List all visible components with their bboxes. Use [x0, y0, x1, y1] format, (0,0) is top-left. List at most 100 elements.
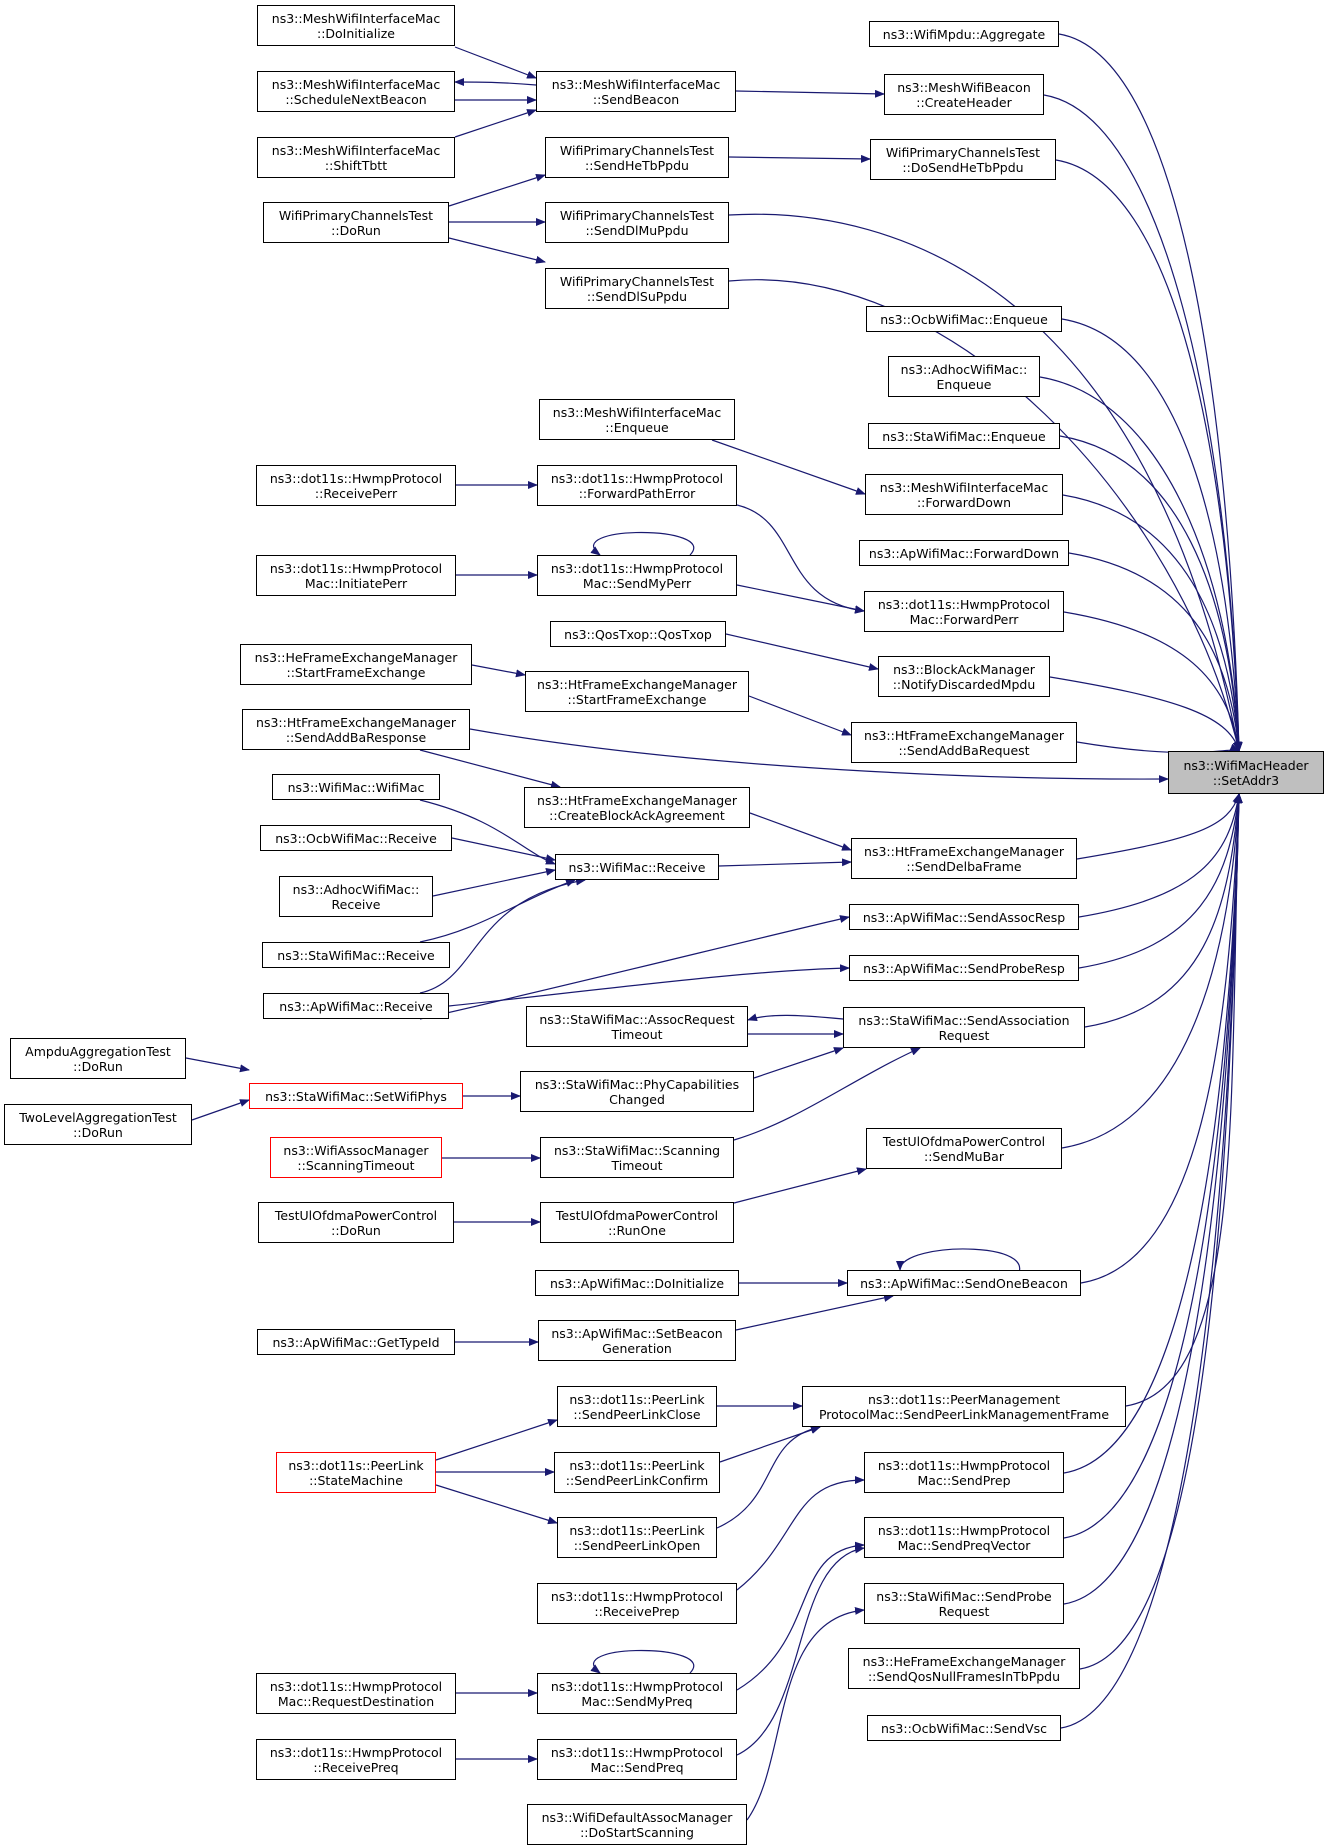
node-hwmpprotocolmac-initiateperr[interactable]: ns3::dot11s::HwmpProtocol Mac::InitiateP…	[256, 555, 456, 596]
node-stawifimac-receive[interactable]: ns3::StaWifiMac::Receive	[262, 942, 450, 968]
edge-sendpreq-sendpreqvector	[736, 1545, 865, 1756]
edge-caller-3	[1055, 159, 1243, 752]
edge-startframeexchange-sendaddbarequest	[748, 695, 852, 736]
node-hwmpprotocol-receiveperr[interactable]: ns3::dot11s::HwmpProtocol ::ReceivePerr	[256, 465, 456, 506]
node-qostxop-qostxop[interactable]: ns3::QosTxop::QosTxop	[550, 621, 726, 647]
node-apwifimac-receive[interactable]: ns3::ApWifiMac::Receive	[263, 993, 449, 1019]
node-apwifimac-sendonebeacon[interactable]: ns3::ApWifiMac::SendOneBeacon	[847, 1270, 1081, 1296]
node-stawifimac-setwifiphys[interactable]: ns3::StaWifiMac::SetWifiPhys	[249, 1083, 463, 1109]
node-wifimac-wifimac[interactable]: ns3::WifiMac::WifiMac	[272, 774, 440, 800]
node-meshwifiinterfacemac-shifttbtt[interactable]: ns3::MeshWifiInterfaceMac ::ShiftTbtt	[257, 137, 455, 178]
node-meshwifibeacon-createheader[interactable]: ns3::MeshWifiBeacon ::CreateHeader	[884, 74, 1044, 115]
node-stawifimac-sendproberequest[interactable]: ns3::StaWifiMac::SendProbe Request	[864, 1583, 1064, 1624]
node-meshwifiinterfacemac-enqueue[interactable]: ns3::MeshWifiInterfaceMac ::Enqueue	[539, 399, 735, 440]
node-heframeexchangemanager-startframeexchange[interactable]: ns3::HeFrameExchangeManager ::StartFrame…	[240, 644, 472, 685]
node-wifiprimarychannelstest-senddlsuppdu[interactable]: WifiPrimaryChannelsTest ::SendDlSuPpdu	[545, 268, 729, 309]
edge-caller-6	[1059, 435, 1243, 752]
node-hwmpprotocolmac-sendpreq[interactable]: ns3::dot11s::HwmpProtocol Mac::SendPreq	[537, 1739, 737, 1780]
node-meshwifiinterfacemac-sendbeacon[interactable]: ns3::MeshWifiInterfaceMac ::SendBeacon	[536, 71, 736, 112]
node-hwmpprotocolmac-sendpreqvector[interactable]: ns3::dot11s::HwmpProtocol Mac::SendPreqV…	[864, 1517, 1064, 1558]
node-hwmpprotocol-receiveprep[interactable]: ns3::dot11s::HwmpProtocol ::ReceivePrep	[537, 1583, 737, 1624]
node-htframeexchangemanager-createblockackagreement[interactable]: ns3::HtFrameExchangeManager ::CreateBloc…	[524, 787, 750, 828]
node-stawifimac-sendassociationrequest[interactable]: ns3::StaWifiMac::SendAssociation Request	[843, 1007, 1085, 1048]
edge-doinit-sendbeacon	[454, 46, 537, 79]
node-ocbwifimac-sendvsc[interactable]: ns3::OcbWifiMac::SendVsc	[867, 1715, 1061, 1741]
node-wifiprimarychannelstest-dosendhetbppdu[interactable]: WifiPrimaryChannelsTest ::DoSendHeTbPpdu	[870, 139, 1056, 180]
node-hwmpprotocolmac-sendprep[interactable]: ns3::dot11s::HwmpProtocol Mac::SendPrep	[864, 1452, 1064, 1493]
node-apwifimac-sendproberesp[interactable]: ns3::ApWifiMac::SendProbeResp	[849, 955, 1079, 981]
node-meshwifiinterfacemac-doinitialize[interactable]: ns3::MeshWifiInterfaceMac ::DoInitialize	[257, 5, 455, 46]
node-hwmpprotocolmac-requestdestination[interactable]: ns3::dot11s::HwmpProtocol Mac::RequestDe…	[256, 1673, 456, 1714]
edge-apreceive-sendproberesp	[448, 964, 850, 1007]
node-adhocwifimac-receive[interactable]: ns3::AdhocWifiMac:: Receive	[279, 876, 433, 917]
node-hwmpprotocol-forwardpatherror[interactable]: ns3::dot11s::HwmpProtocol ::ForwardPathE…	[537, 465, 737, 506]
node-ampduaggregationtest-dorun[interactable]: AmpduAggregationTest ::DoRun	[10, 1038, 186, 1079]
edge-caller-12	[1076, 793, 1241, 860]
node-htframeexchangemanager-startframeexchange[interactable]: ns3::HtFrameExchangeManager ::StartFrame…	[525, 671, 749, 712]
node-wifiassocmanager-scanningtimeout[interactable]: ns3::WifiAssocManager ::ScanningTimeout	[270, 1137, 442, 1178]
node-meshwifiinterfacemac-forwarddown[interactable]: ns3::MeshWifiInterfaceMac ::ForwardDown	[865, 474, 1063, 515]
edge-caller-20	[1063, 793, 1243, 1539]
node-wifimpdu-aggregate[interactable]: ns3::WifiMpdu::Aggregate	[869, 21, 1059, 47]
edge-caller-22	[1079, 793, 1243, 1670]
edge-qostxop-notify	[725, 633, 879, 671]
node-testulofdmapowercontrol-dorun[interactable]: TestUlOfdmaPowerControl ::DoRun	[258, 1202, 454, 1243]
edge-setbeacongeneration-sendonebeacon	[735, 1293, 894, 1331]
node-htframeexchangemanager-sendaddbaresponse[interactable]: ns3::HtFrameExchangeManager ::SendAddBaR…	[242, 709, 470, 750]
edge-sendassoc-assocreqtimeout-back	[747, 1013, 844, 1022]
edge-caller-16	[1061, 793, 1243, 1149]
node-testulofdmapowercontrol-runone[interactable]: TestUlOfdmaPowerControl ::RunOne	[540, 1202, 734, 1243]
node-hwmpprotocol-receivepreq[interactable]: ns3::dot11s::HwmpProtocol ::ReceivePreq	[256, 1739, 456, 1780]
edge-sendmyperr-forwardperr	[736, 584, 865, 614]
edge-sendmypreq-self	[590, 1649, 695, 1674]
edge-dorun-sendhetbppdu	[448, 173, 546, 207]
node-stawifimac-scanningtimeout[interactable]: ns3::StaWifiMac::Scanning Timeout	[540, 1137, 734, 1178]
node-wifiprimarychannelstest-sendhetbppdu[interactable]: WifiPrimaryChannelsTest ::SendHeTbPpdu	[545, 137, 729, 178]
node-peermanagementprotocolmac-sendpeerlinkmanagementframe[interactable]: ns3::dot11s::PeerManagement ProtocolMac:…	[802, 1386, 1126, 1427]
edge-caller-18	[1125, 793, 1243, 1407]
edge-caller-23	[1060, 793, 1243, 1729]
node-adhocwifimac-enqueue[interactable]: ns3::AdhocWifiMac:: Enqueue	[888, 356, 1040, 397]
node-apwifimac-forwarddown[interactable]: ns3::ApWifiMac::ForwardDown	[859, 540, 1069, 566]
edge-caller-1	[1058, 33, 1243, 752]
node-heframeexchangemanager-sendqosnullframesintbppdu[interactable]: ns3::HeFrameExchangeManager ::SendQosNul…	[848, 1648, 1080, 1689]
node-wifiprimarychannelstest-senddlmuppdu[interactable]: WifiPrimaryChannelsTest ::SendDlMuPpdu	[545, 202, 729, 243]
edge-sendaddbaresponse-target	[469, 728, 1169, 784]
node-meshwifiinterfacemac-schedulenextbeacon[interactable]: ns3::MeshWifiInterfaceMac ::ScheduleNext…	[257, 71, 455, 112]
node-ocbwifimac-enqueue[interactable]: ns3::OcbWifiMac::Enqueue	[866, 306, 1062, 332]
edge-statemachine-sendpeerlinkopen	[435, 1484, 558, 1525]
edge-caller-17	[1080, 793, 1243, 1284]
node-blockackmanager-notifydiscardedmpdu[interactable]: ns3::BlockAckManager ::NotifyDiscardedMp…	[878, 656, 1050, 697]
node-apwifimac-setbeacongeneration[interactable]: ns3::ApWifiMac::SetBeacon Generation	[538, 1320, 736, 1361]
node-wifidefaultassocmanager-dostartscanning[interactable]: ns3::WifiDefaultAssocManager ::DoStartSc…	[527, 1804, 747, 1845]
node-twolevelaggregationtest-dorun[interactable]: TwoLevelAggregationTest ::DoRun	[4, 1104, 192, 1145]
node-peerlink-sendpeerlinkconfirm[interactable]: ns3::dot11s::PeerLink ::SendPeerLinkConf…	[554, 1452, 720, 1493]
node-apwifimac-gettypeid[interactable]: ns3::ApWifiMac::GetTypeId	[257, 1329, 455, 1355]
edge-receive-senddelba	[718, 858, 852, 867]
node-peerlink-sendpeerlinkopen[interactable]: ns3::dot11s::PeerLink ::SendPeerLinkOpen	[557, 1517, 717, 1558]
edge-caller-13	[1078, 793, 1242, 918]
node-hwmpprotocolmac-sendmypreq[interactable]: ns3::dot11s::HwmpProtocol Mac::SendMyPre…	[537, 1673, 737, 1714]
node-ocbwifimac-receive[interactable]: ns3::OcbWifiMac::Receive	[260, 825, 452, 851]
edge-sendaddbaresponse-createblockack	[419, 749, 561, 789]
edge-senddlsuppdu-target	[728, 279, 1241, 752]
node-htframeexchangemanager-senddelbaframe[interactable]: ns3::HtFrameExchangeManager ::SendDelbaF…	[851, 838, 1077, 879]
node-apwifimac-doinitialize[interactable]: ns3::ApWifiMac::DoInitialize	[535, 1270, 739, 1296]
node-htframeexchangemanager-sendaddbarequest[interactable]: ns3::HtFrameExchangeManager ::SendAddBaR…	[851, 722, 1077, 763]
node-stawifimac-enqueue[interactable]: ns3::StaWifiMac::Enqueue	[868, 423, 1060, 449]
node-peerlink-sendpeerlinkclose[interactable]: ns3::dot11s::PeerLink ::SendPeerLinkClos…	[557, 1386, 717, 1427]
node-apwifimac-sendassocresp[interactable]: ns3::ApWifiMac::SendAssocResp	[849, 904, 1079, 930]
node-wifiprimarychannelstest-dorun[interactable]: WifiPrimaryChannelsTest ::DoRun	[263, 202, 449, 243]
edge-forwardpatherror-forwardperr	[736, 504, 865, 614]
node-hwmpprotocolmac-sendmyperr[interactable]: ns3::dot11s::HwmpProtocol Mac::SendMyPer…	[537, 555, 737, 596]
node-wifimac-receive[interactable]: ns3::WifiMac::Receive	[555, 854, 719, 880]
node-hwmpprotocolmac-forwardperr[interactable]: ns3::dot11s::HwmpProtocol Mac::ForwardPe…	[864, 591, 1064, 632]
edge-sendmyperr-self	[590, 531, 695, 556]
node-stawifimac-phycapabilitieschanged[interactable]: ns3::StaWifiMac::PhyCapabilities Changed	[520, 1071, 754, 1112]
edge-caller-8	[1068, 552, 1243, 752]
node-testulofdmapowercontrol-sendmubar[interactable]: TestUlOfdmaPowerControl ::SendMuBar	[866, 1128, 1062, 1169]
edge-createblockack-senddelba	[749, 812, 852, 851]
node-stawifimac-assocrequesttimeout[interactable]: ns3::StaWifiMac::AssocRequest Timeout	[526, 1006, 748, 1047]
node-peerlink-statemachine[interactable]: ns3::dot11s::PeerLink ::StateMachine	[276, 1452, 436, 1493]
